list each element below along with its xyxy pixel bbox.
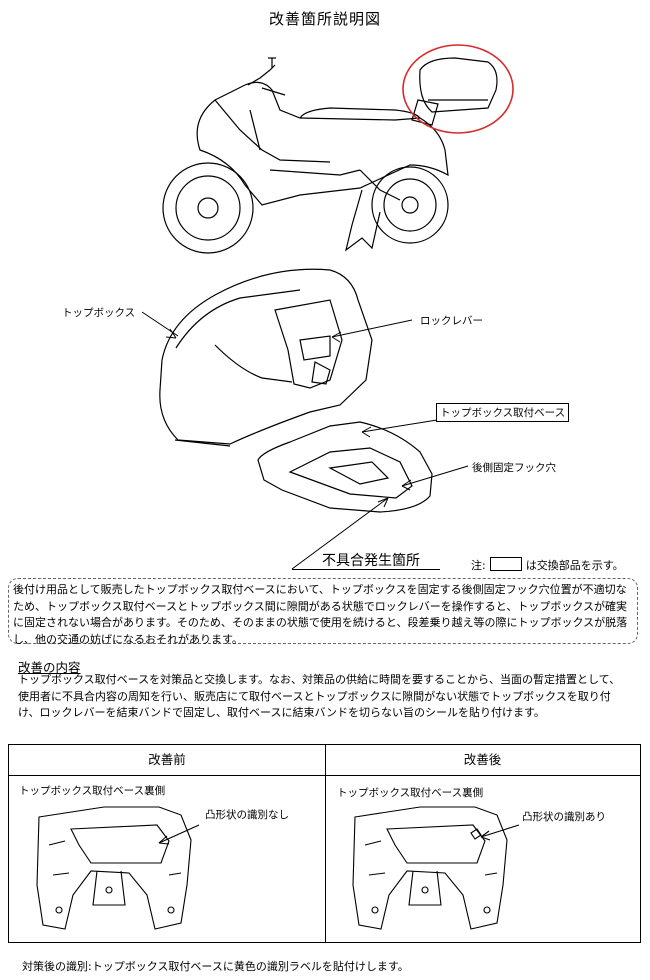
page-title: 改善箇所説明図 xyxy=(268,10,381,28)
after-base-drawing xyxy=(352,806,520,930)
problem-description: 後付け用品として販売したトップボックス取付ベースにおいて、トップボックスを固定す… xyxy=(8,578,638,646)
label-lock-lever: ロックレバー xyxy=(420,315,483,327)
before-subtitle: トップボックス取付ベース裏側 xyxy=(19,785,166,797)
before-callout: 凸形状の識別なし xyxy=(205,809,289,821)
after-header: 改善後 xyxy=(325,745,640,776)
legend-note: 注: は交換部品を示す。 xyxy=(471,557,624,573)
note-suffix: は交換部品を示す。 xyxy=(525,559,624,572)
footer-identification: 対策後の識別:トップボックス取付ベースに黄色の識別ラベルを貼付けします。 xyxy=(22,960,409,973)
defect-underline xyxy=(292,569,440,570)
label-mount-base: トップボックス取付ベース xyxy=(436,403,570,422)
after-callout: 凸形状の識別あり xyxy=(522,811,606,823)
label-hook-hole: 後側固定フック穴 xyxy=(472,462,556,474)
note-prefix: 注: xyxy=(471,559,486,572)
kaizen-body: トップボックス取付ベースを対策品と交換します。なお、対策品の供給に時間を要するこ… xyxy=(18,673,621,719)
kaizen-heading: 改善の内容 xyxy=(18,660,81,675)
after-subtitle: トップボックス取付ベース裏側 xyxy=(337,787,484,799)
before-base-drawing xyxy=(36,806,200,930)
label-top-box: トップボックス xyxy=(62,307,136,319)
highlight-circle xyxy=(402,44,514,134)
column-divider xyxy=(325,745,326,942)
comparison-table: 改善前 改善後 トップボックス取付ベース裏側 凸形状の識別なし トップボックス取… xyxy=(8,744,641,943)
replacement-part-box xyxy=(489,557,522,571)
before-header: 改善前 xyxy=(9,745,325,776)
scooter-illustration xyxy=(141,44,514,570)
defect-location-label: 不具合発生箇所 xyxy=(322,553,420,569)
